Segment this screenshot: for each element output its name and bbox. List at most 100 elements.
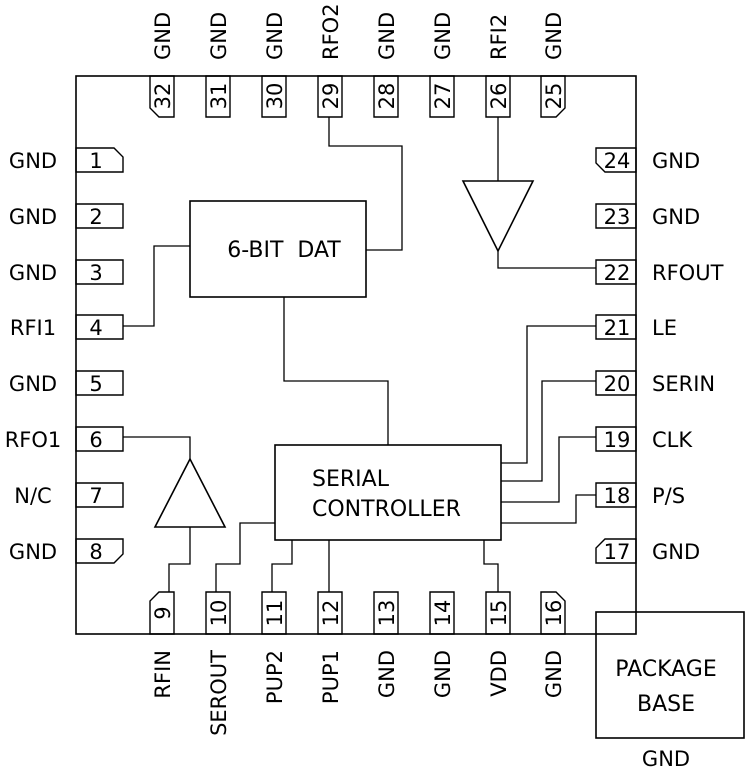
- pin-label: GND: [9, 372, 57, 396]
- pin-box: [595, 426, 637, 452]
- pin-number: 7: [89, 484, 102, 508]
- pin-box: [261, 591, 287, 635]
- pin-label: GND: [652, 149, 700, 173]
- pin-number: 20: [604, 372, 631, 396]
- pin-label: RFOUT: [652, 261, 724, 285]
- pin-box: [205, 591, 231, 635]
- pin-number: 14: [431, 600, 455, 627]
- pin-number: 6: [89, 428, 102, 452]
- pin-box: [75, 538, 124, 564]
- pin-number: 31: [207, 83, 231, 110]
- pin-1: 1 GND: [9, 147, 124, 173]
- pin-label: GND: [9, 540, 57, 564]
- pin-box: [429, 75, 455, 118]
- pin-26: 26 RFI2: [485, 14, 511, 118]
- pin-18: 18 P/S: [595, 482, 685, 508]
- serial-controller-label-1: SERIAL: [312, 467, 390, 492]
- pin-label: RFO1: [5, 428, 62, 452]
- pin-box: [540, 75, 566, 118]
- pin-number: 19: [604, 428, 631, 452]
- pin-number: 3: [89, 261, 102, 285]
- pins: 1GND2GND3GND4RFI15GND6RFO17N/C8GND9RFIN1…: [5, 3, 724, 735]
- pin-32: 32 GND: [149, 12, 175, 118]
- pin-number: 10: [207, 600, 231, 627]
- pin-number: 22: [604, 261, 631, 285]
- pin-4: 4 RFI1: [10, 314, 124, 340]
- pin-box: [75, 370, 124, 396]
- pin-label: GND: [375, 650, 399, 698]
- pin-box: [75, 482, 124, 508]
- pin-label: GND: [263, 12, 287, 60]
- pin-label: N/C: [14, 484, 51, 508]
- pin-label: P/S: [652, 484, 685, 508]
- pin-number: 8: [89, 540, 102, 564]
- pin-label: CLK: [652, 428, 693, 452]
- pin-box: [149, 591, 175, 635]
- pin-8: 8 GND: [9, 538, 124, 564]
- pin-3: 3 GND: [9, 259, 124, 285]
- pin-box: [373, 75, 399, 118]
- pin-number: 24: [604, 149, 631, 173]
- chip-body: [75, 75, 637, 635]
- pin-number: 23: [604, 205, 631, 229]
- input-amplifier: [153, 457, 227, 528]
- pin-label: GND: [431, 12, 455, 60]
- pin-number: 18: [604, 484, 631, 508]
- package-base: [595, 611, 745, 739]
- pin-label: PUP1: [319, 650, 343, 704]
- package-base-gnd-label: GND: [642, 747, 690, 771]
- package-base-label-2: BASE: [637, 692, 695, 717]
- pin-27: 27 GND: [429, 12, 455, 118]
- pin-number: 32: [151, 83, 175, 110]
- pin-label: RFI2: [487, 14, 511, 60]
- pin-24: 24 GND: [595, 147, 700, 173]
- pin-box: [595, 370, 637, 396]
- package-base-label-1: PACKAGE: [615, 657, 717, 682]
- pin-number: 12: [319, 600, 343, 627]
- pin-box: [149, 75, 175, 118]
- pin-box: [595, 147, 637, 173]
- pin-number: 27: [431, 83, 455, 110]
- pin-box: [75, 259, 124, 285]
- pin-box: [595, 538, 637, 564]
- pin-label: RFIN: [151, 650, 175, 699]
- pin-19: 19 CLK: [595, 426, 693, 452]
- pin-5: 5 GND: [9, 370, 124, 396]
- pin-number: 26: [487, 83, 511, 110]
- pin-box: [429, 591, 455, 635]
- pin-box: [595, 482, 637, 508]
- output-amplifier: [461, 180, 535, 253]
- pin-number: 1: [89, 149, 102, 173]
- pin-box: [75, 147, 124, 173]
- pin-box: [485, 75, 511, 118]
- attenuator-label: 6-BIT DAT: [227, 238, 341, 263]
- pin-label: RFO2: [319, 3, 343, 60]
- pin-number: 28: [375, 83, 399, 110]
- pin-label: GND: [9, 261, 57, 285]
- pin-label: GND: [151, 12, 175, 60]
- attenuator-block: [189, 200, 367, 298]
- pin-label: RFI1: [10, 316, 56, 340]
- pin-number: 5: [89, 372, 102, 396]
- pin-label: LE: [652, 316, 677, 340]
- pin-number: 11: [263, 600, 287, 627]
- pin-number: 29: [319, 83, 343, 110]
- pin-label: GND: [9, 149, 57, 173]
- pin-number: 4: [89, 316, 102, 340]
- pin-label: GND: [9, 205, 57, 229]
- pin-label: GND: [431, 650, 455, 698]
- serial-controller-label-2: CONTROLLER: [312, 497, 461, 522]
